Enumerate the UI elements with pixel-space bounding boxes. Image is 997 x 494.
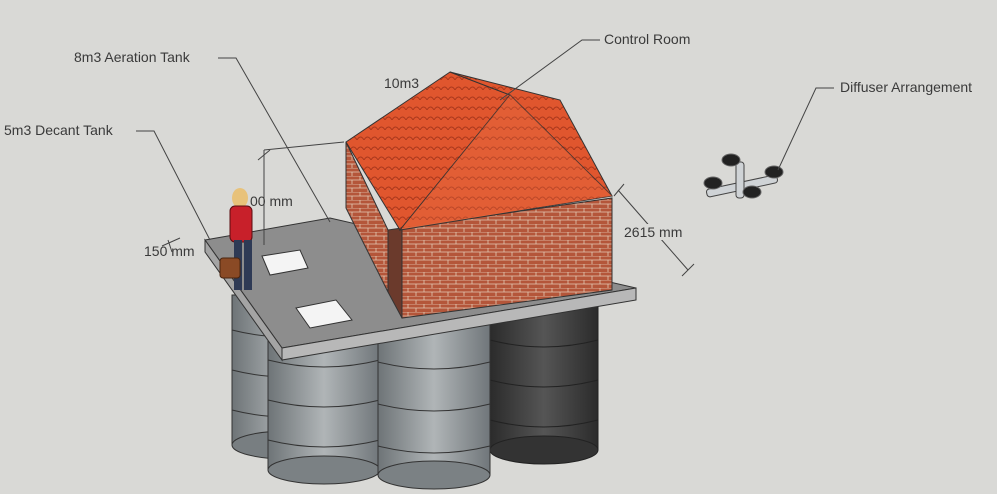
label-diffuser: Diffuser Arrangement [838,79,975,95]
control-room [345,71,614,319]
tank-front-right [377,319,491,490]
diffuser-arrangement [703,153,784,199]
person-figure [219,188,253,290]
hatch-opening-front [295,299,353,329]
label-10m3-tank: 10m3 [384,75,420,91]
leader-lines [136,39,834,277]
label-control-room: Control Room [602,31,693,47]
dimension-height: 00 mm [250,193,293,209]
dimension-slab: 150 mm [144,243,195,259]
label-aeration-tank: 8m3 Aeration Tank [72,49,192,65]
tank-back-right [489,299,599,465]
dimension-room: 2615 mm [622,224,685,240]
hatch-opening-rear [261,249,309,276]
label-decant-tank: 5m3 Decant Tank [2,122,115,138]
